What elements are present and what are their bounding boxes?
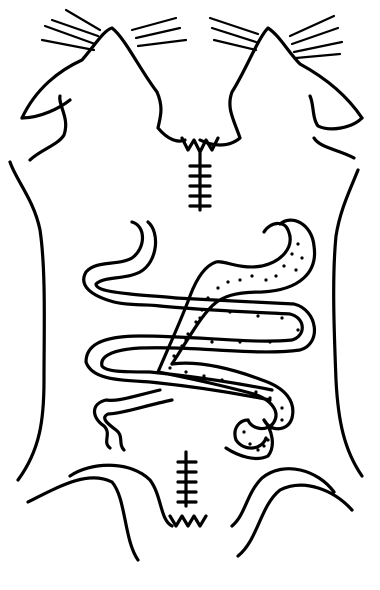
- top-seam: [182, 138, 218, 210]
- stipple-dots: [168, 234, 303, 451]
- bottom-seam: [170, 452, 206, 526]
- left-head: [22, 28, 185, 160]
- right-head: [200, 28, 362, 158]
- body-outline: [10, 162, 362, 480]
- lower-body: [28, 465, 352, 560]
